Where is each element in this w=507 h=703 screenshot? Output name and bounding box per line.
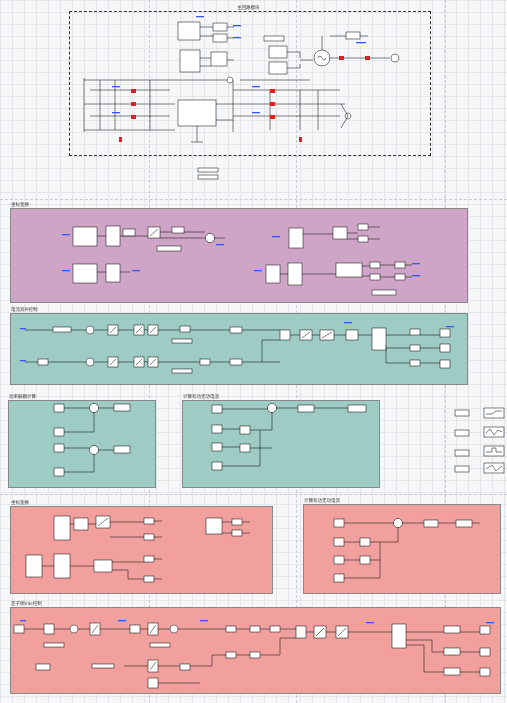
active-reactive-current-title: 计算有功无功电流: [183, 395, 219, 400]
power-decoupling-title: 功率解耦计算: [9, 395, 36, 400]
coordinate-transform-panel[interactable]: [10, 208, 468, 303]
stator-coordinate-transform-title: 坐标变换: [11, 501, 29, 506]
stator-vdc-control-title: 定子侧Vdc控制: [11, 602, 42, 607]
stator-vdc-control-panel[interactable]: [10, 607, 501, 694]
stator-active-reactive-title: 计算有功无功电流: [304, 499, 340, 504]
page-break-line: [0, 494, 507, 495]
current-pi-control-title: 电流双PI控制: [11, 308, 38, 313]
page-break-line: [0, 199, 507, 200]
main-circuit-panel[interactable]: [69, 11, 431, 156]
power-decoupling-panel[interactable]: [8, 400, 156, 488]
main-circuit-title: 主回路模块: [237, 6, 260, 11]
coordinate-transform-title: 坐标变换: [11, 203, 29, 208]
current-pi-control-panel[interactable]: [10, 313, 468, 385]
